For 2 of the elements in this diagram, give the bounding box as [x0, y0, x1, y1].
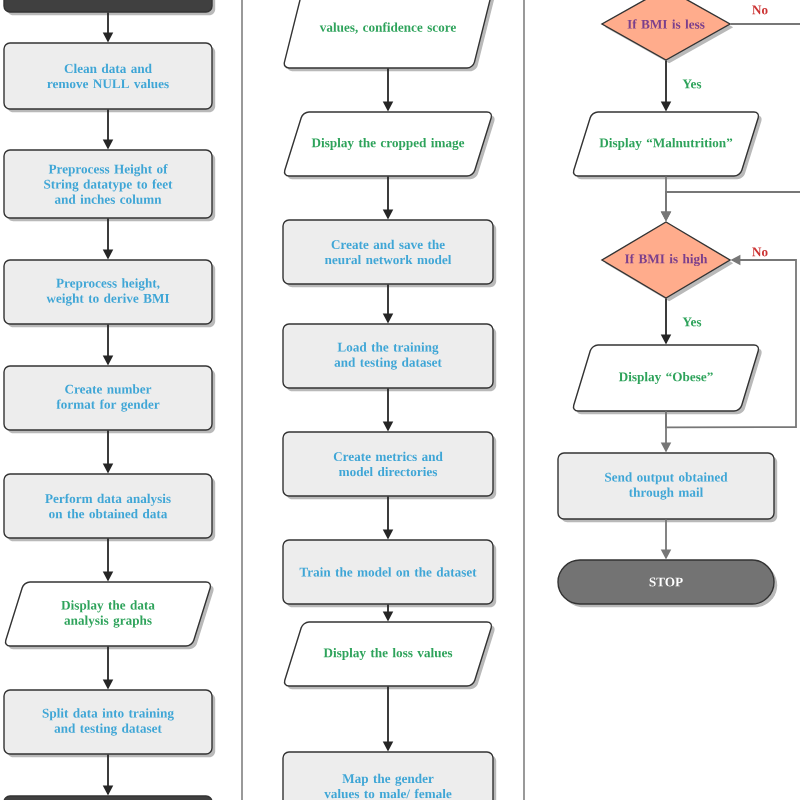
- process-box: [3, 0, 216, 16]
- process-box: [3, 795, 216, 800]
